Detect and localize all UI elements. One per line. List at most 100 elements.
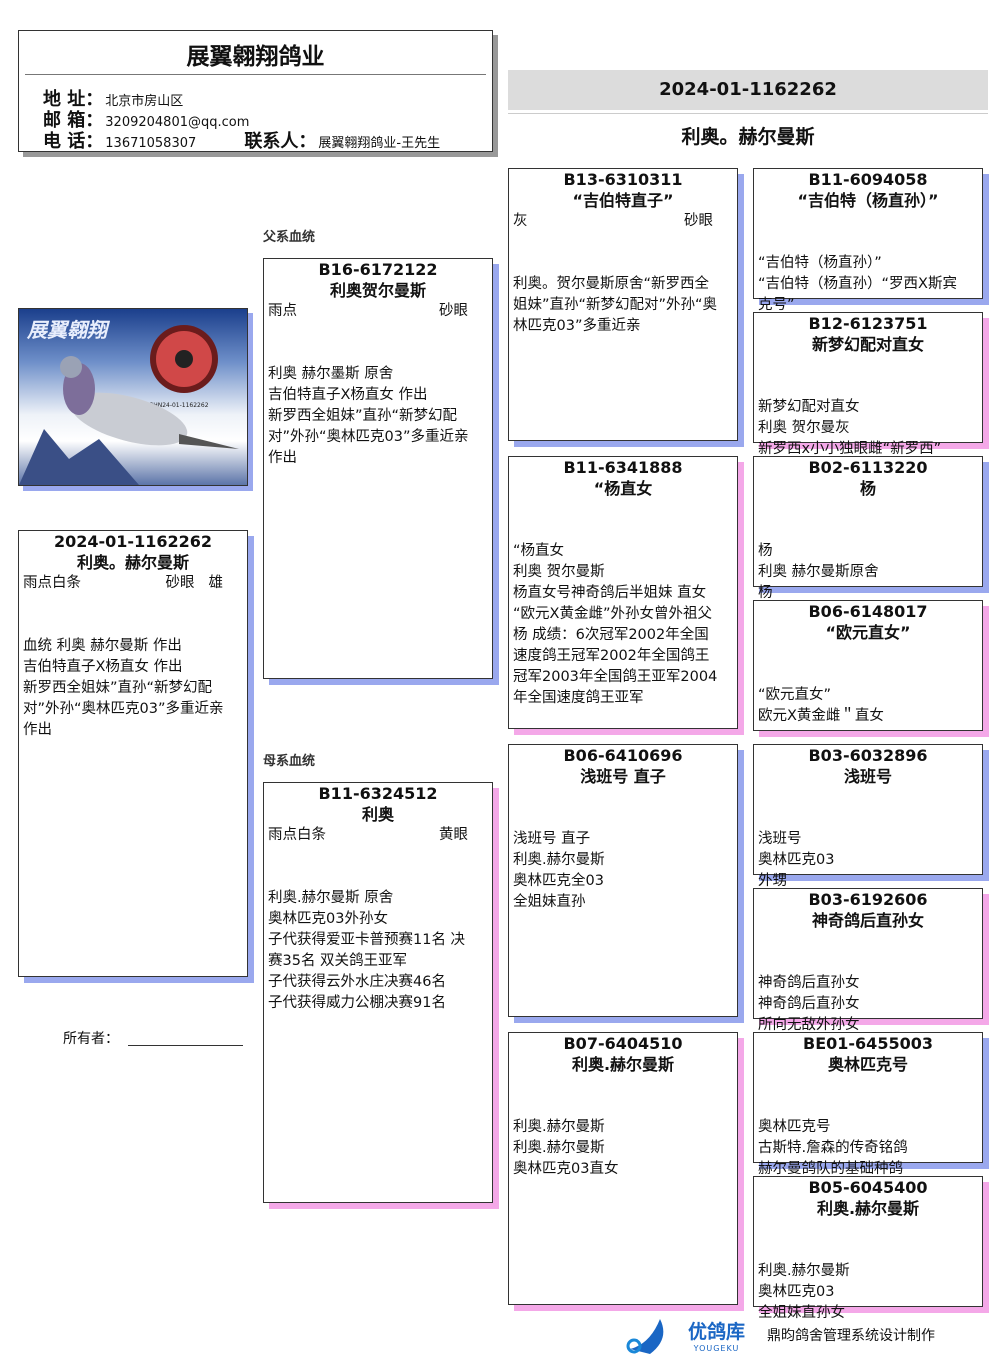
note-line: 利奥.赫尔曼斯 (758, 1263, 850, 1279)
note-line: 全姐妹直孙 (513, 894, 586, 910)
ring-number: B12-6123751 (808, 314, 928, 333)
ring-number: 2024-01-1162262 (53, 532, 212, 551)
spacer (758, 520, 978, 541)
note-line: 作出 (23, 722, 52, 738)
note-line: 对”外孙“奥林匹克03”多重近亲 (23, 701, 224, 717)
note-line: 奥林匹克全03 (513, 873, 604, 889)
color-eye-row: 雨点白条 砂眼雄 (23, 573, 243, 594)
address-row: 地 址：北京市房山区 (43, 85, 183, 111)
note-line: 吉伯特直子X杨直女 作出 (23, 659, 183, 675)
pedigree-card-sss[interactable]: B11-6094058“吉伯特（杨直孙）”“吉伯特（杨直孙）”“吉伯特（杨直孙）… (753, 168, 983, 313)
spacer (23, 594, 243, 615)
note-line: 浅班号 (758, 831, 802, 847)
pigeon-name: 利奥 (361, 805, 394, 824)
spacer (513, 1075, 733, 1096)
note-line: 浅班号 直子 (513, 831, 591, 847)
subject-ring-banner: 2024-01-1162262 (508, 70, 988, 110)
note-line: 外甥 (758, 873, 787, 889)
ring-number: B13-6310311 (563, 170, 683, 189)
pedigree-card-sdd[interactable]: B06-6148017“欧元直女”“欧元直女”欧元X黄金雌＂直女 (753, 600, 983, 731)
spacer (758, 664, 978, 685)
note-line: 吉伯特直子X杨直女 作出 (268, 387, 428, 403)
owner-signature-line[interactable] (128, 1045, 243, 1046)
plumage-color: 雨点白条 (23, 575, 81, 591)
note-line: 神奇鸽后直孙女 (758, 996, 860, 1012)
note-line: 奥林匹克03外孙女 (268, 911, 388, 927)
spacer (758, 787, 978, 808)
spacer (758, 499, 978, 520)
spacer (268, 867, 488, 888)
spacer (758, 376, 978, 397)
brand-en: YOUGEKU (693, 1343, 740, 1353)
eye-type: 砂眼 (165, 575, 195, 591)
pigeon-name: 浅班号 (843, 767, 892, 786)
spacer (758, 952, 978, 973)
plumage-color: 灰 (513, 213, 528, 229)
sex: 雄 (208, 575, 224, 591)
spacer (758, 643, 978, 664)
note-line: 速度鸽王冠军2002年全国鸽王 (513, 648, 710, 664)
footer: 优鸽库 YOUGEKU 鼎昀鸽舍管理系统设计制作 (620, 1312, 935, 1357)
note-line: 奥林匹克03 (758, 852, 835, 868)
note-line: 血统 利奥 赫尔曼斯 作出 (23, 638, 182, 654)
eye-type: 砂眼 (439, 303, 468, 319)
phone-label: 电 话： (43, 131, 104, 152)
pigeon-photo: 展翼翱翔 CHN24-01-1162262 (18, 308, 248, 486)
note-line: 利奥.赫尔曼斯 (513, 1140, 605, 1156)
spacer (758, 1075, 978, 1096)
note-line: 利奥 赫尔曼斯原舍 (758, 564, 879, 580)
spacer (758, 1240, 978, 1261)
yougeku-logo-icon (626, 1318, 664, 1354)
pedigree-card-ss[interactable]: B13-6310311“吉伯特直子”灰砂眼利奥。贺尔曼斯原舍“新罗西全姐妹”直孙… (508, 168, 738, 441)
photo-caption: CHN24-01-1162262 (149, 402, 209, 409)
note-line: 奥林匹克03 (758, 1284, 835, 1300)
pedigree-card-sd[interactable]: B11-6341888“杨直女“杨直女利奥 贺尔曼斯杨直女号神奇鸽后半姐妹 直女… (508, 456, 738, 729)
note-line: 利奥 赫尔墨斯 原舍 (268, 366, 394, 382)
note-line: 赛35名 双关鸽王亚军 (268, 953, 408, 969)
email-row: 邮 箱：3209204801@qq.com (43, 106, 249, 132)
note-line: 冠军2003年全国鸽王亚军2004 (513, 669, 718, 685)
address-label: 地 址： (43, 89, 104, 110)
note-line: 杨 (758, 543, 773, 559)
spacer (758, 1219, 978, 1240)
spacer (758, 211, 978, 232)
note-line: 利奥。贺尔曼斯原舍“新罗西全 (513, 276, 710, 292)
note-line: 子代获得威力公棚决赛91名 (268, 995, 446, 1011)
dam-line-label: 母系血统 (263, 754, 316, 769)
color-eye-row: 灰砂眼 (513, 211, 733, 232)
pigeon-name: 杨 (859, 479, 876, 498)
note-line: “欧元X黄金雌”外孙女曾外祖父 (513, 606, 712, 622)
spacer (758, 1096, 978, 1117)
note-line: 古斯特.詹森的传奇铭鸽 (758, 1140, 908, 1156)
note-line: 姐妹”直孙“新梦幻配对”外孙“奥 (513, 297, 718, 313)
photo-logo: 展翼翱翔 (26, 318, 111, 342)
spacer (513, 232, 733, 253)
note-line: 杨 成绩：6次冠军2002年全国 (513, 627, 709, 643)
note-line: 利奥.赫尔曼斯 (513, 852, 605, 868)
spacer (513, 1096, 733, 1117)
email-label: 邮 箱： (43, 110, 104, 131)
note-line: 对”外孙“奥林匹克03”多重近亲 (268, 429, 469, 445)
pigeon-image: 展翼翱翔 CHN24-01-1162262 (19, 318, 239, 485)
divider (25, 74, 486, 75)
note-line: 新梦幻配对直女 (758, 399, 860, 415)
ring-number: B11-6324512 (318, 784, 438, 803)
ring-number: BE01-6455003 (803, 1034, 933, 1053)
spacer (268, 343, 488, 364)
spacer (23, 615, 243, 636)
address-value: 北京市房山区 (105, 94, 184, 109)
note-line: 杨直女号神奇鸽后半姐妹 直女 (513, 585, 707, 601)
note-line: 林匹克03”多重近亲 (513, 318, 641, 334)
